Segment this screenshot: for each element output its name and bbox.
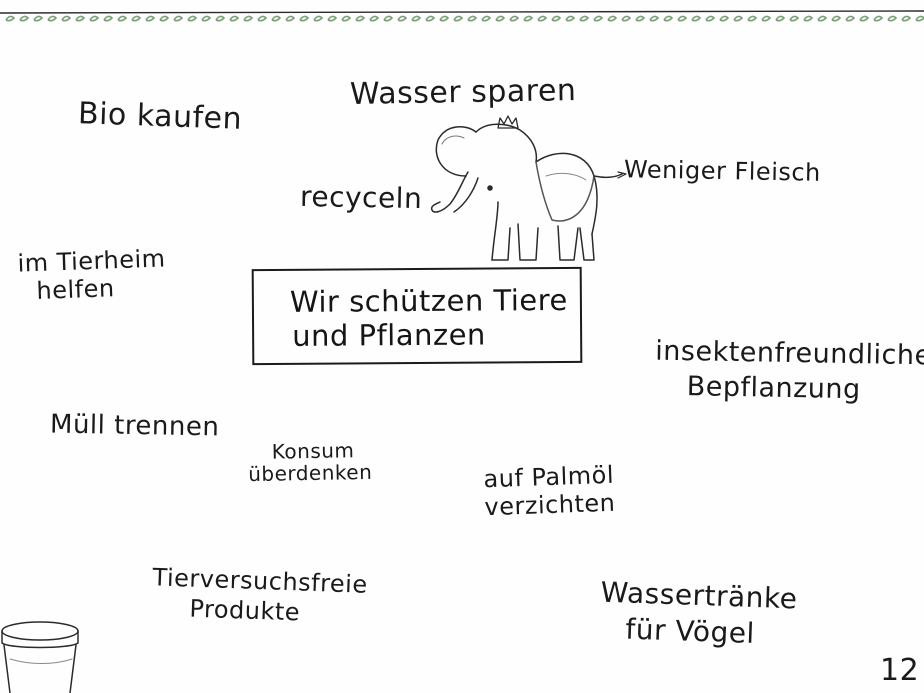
leaf-mark: [649, 15, 660, 22]
leaf-mark: [621, 15, 632, 22]
leaf-mark: [215, 15, 226, 22]
idea-bio-kaufen: Bio kaufen: [77, 96, 243, 137]
leaf-mark: [201, 15, 212, 22]
idea-muell-trennen-text: Müll trennen: [49, 409, 220, 443]
idea-tierheim: im Tierheim helfen: [17, 244, 167, 305]
leaf-mark: [103, 15, 114, 22]
idea-muell-trennen: Müll trennen: [49, 409, 220, 444]
central-topic-line2: und Pflanzen: [292, 317, 487, 354]
page-number: 12: [880, 653, 920, 689]
leaf-mark: [789, 15, 800, 22]
leaf-mark: [873, 15, 884, 22]
leaf-mark: [677, 15, 688, 22]
leaf-mark: [803, 15, 814, 22]
leaf-mark: [131, 15, 142, 22]
leaf-mark: [565, 15, 576, 22]
leaf-mark: [691, 15, 702, 22]
leaf-mark: [411, 15, 422, 22]
leaf-mark: [453, 15, 464, 22]
leaf-mark: [551, 15, 562, 22]
idea-recyceln-text: recyceln: [299, 179, 423, 216]
idea-insektenfreundlich-line2: Bepflanzung: [686, 371, 861, 406]
cup-drawing-icon: [1, 621, 79, 693]
leaf-mark: [915, 15, 924, 22]
leaf-mark: [579, 15, 590, 22]
leaf-mark: [285, 15, 296, 22]
leaf-mark: [243, 15, 254, 22]
leaf-border-icon: [0, 10, 924, 22]
leaf-mark: [33, 15, 44, 22]
central-topic-line1: Wir schützen Tiere: [289, 282, 568, 319]
leaf-mark: [229, 15, 240, 22]
idea-konsum-line2: überdenken: [247, 459, 373, 487]
idea-palmoel: auf Palmöl verzichten: [483, 461, 616, 522]
leaf-mark: [733, 15, 744, 22]
leaf-mark: [901, 15, 912, 22]
leaf-mark: [747, 15, 758, 22]
idea-insektenfreundlich: insektenfreundliche Bepflanzung: [654, 334, 924, 409]
leaf-mark: [187, 15, 198, 22]
leaf-mark: [831, 15, 842, 22]
leaf-mark: [719, 15, 730, 22]
idea-konsum: Konsum überdenken: [247, 438, 373, 487]
idea-tierheim-line1: im Tierheim: [17, 244, 166, 278]
leaf-mark: [89, 15, 100, 22]
leaf-mark: [75, 15, 86, 22]
elephant-drawing-icon: [430, 115, 627, 261]
idea-tierversuchsfrei: Tierversuchsfreie Produkte: [151, 562, 368, 629]
leaf-mark: [145, 15, 156, 22]
leaf-mark: [327, 15, 338, 22]
central-topic-box: Wir schützen Tiere und Pflanzen: [251, 266, 583, 366]
idea-weniger-fleisch: Weniger Fleisch: [623, 155, 822, 187]
leaf-mark: [509, 15, 520, 22]
idea-palmoel-line2: verzichten: [484, 488, 616, 521]
leaf-mark: [859, 15, 870, 22]
leaf-mark: [19, 15, 30, 22]
idea-bio-kaufen-text: Bio kaufen: [77, 96, 243, 137]
leaf-mark: [635, 15, 646, 22]
leaf-mark: [663, 15, 674, 22]
leaf-mark: [495, 15, 506, 22]
leaf-mark: [271, 15, 282, 22]
idea-wassertraenke-line2: für Vögel: [624, 612, 756, 651]
idea-wasser-sparen: Wasser sparen: [349, 73, 577, 112]
leaf-mark: [817, 15, 828, 22]
leaf-mark: [607, 15, 618, 22]
leaf-mark: [523, 15, 534, 22]
page-number-text: 12: [880, 653, 920, 688]
idea-weniger-fleisch-text: Weniger Fleisch: [623, 155, 822, 187]
leaf-mark: [383, 15, 394, 22]
idea-tierheim-line2: helfen: [35, 273, 116, 305]
leaf-mark: [467, 15, 478, 22]
leaf-mark: [173, 15, 184, 22]
idea-insektenfreundlich-line1: insektenfreundliche: [655, 335, 924, 372]
leaf-mark: [341, 15, 352, 22]
leaf-mark: [159, 15, 170, 22]
leaf-mark: [537, 15, 548, 22]
leaf-mark: [61, 15, 72, 22]
leaf-mark: [705, 15, 716, 22]
idea-recyceln: recyceln: [299, 179, 423, 216]
leaf-mark: [117, 15, 128, 22]
leaf-mark: [5, 15, 16, 22]
leaf-mark: [355, 15, 366, 22]
leaf-mark: [761, 15, 772, 22]
leaf-mark: [845, 15, 856, 22]
idea-wasser-sparen-text: Wasser sparen: [349, 73, 577, 112]
leaf-mark: [397, 15, 408, 22]
leaf-mark: [299, 15, 310, 22]
leaf-mark: [887, 15, 898, 22]
leaf-mark: [481, 15, 492, 22]
leaf-mark: [257, 15, 268, 22]
leaf-mark: [47, 15, 58, 22]
leaf-mark: [439, 15, 450, 22]
leaf-mark: [593, 15, 604, 22]
leaf-mark: [775, 15, 786, 22]
leaf-mark: [369, 15, 380, 22]
leaf-mark: [425, 15, 436, 22]
central-topic: Wir schützen Tiere und Pflanzen: [290, 283, 568, 353]
leaf-mark: [313, 15, 324, 22]
idea-wassertraenke: Wassertränke für Vögel: [599, 575, 798, 655]
